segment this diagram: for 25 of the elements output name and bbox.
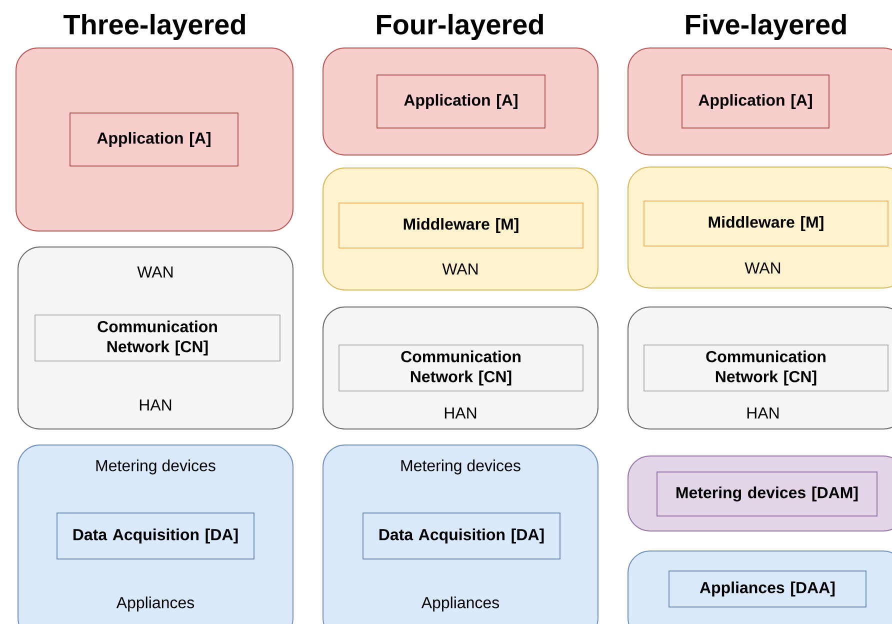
layer-label: Metering devices <box>96 460 216 474</box>
column-heading: Four-layered <box>377 14 543 40</box>
layer-label: WAN <box>744 262 780 274</box>
layer-label: WAN <box>442 264 478 274</box>
layer-label: Appliances <box>421 596 500 612</box>
component-box: Middleware [M] <box>644 200 888 246</box>
component-box: Data Acquisition [DA] <box>56 512 254 560</box>
layer-label: HAN <box>140 400 172 410</box>
column-heading: Three-layered <box>64 14 245 40</box>
component-box: Communication Network [CN] <box>338 344 584 392</box>
component-box: Communication Network [CN] <box>34 314 280 362</box>
component-box: Application [A] <box>682 74 830 128</box>
component-box: Metering devices [DAM] <box>656 472 878 516</box>
layer-label: HAN <box>747 408 779 418</box>
component-box: Data Acquisition [DA] <box>362 512 560 560</box>
component-box: Communication Network [CN] <box>644 344 888 392</box>
column-heading: Five-layered <box>686 14 846 40</box>
component-box: Appliances [DAA] <box>668 570 866 608</box>
layer-label: Appliances <box>116 596 194 612</box>
layer-label: WAN <box>137 266 173 278</box>
layer-label: HAN <box>444 408 476 418</box>
component-box: Middleware [M] <box>338 202 584 248</box>
layer-label: Metering devices <box>401 460 520 474</box>
component-box: Application [A] <box>70 112 238 166</box>
component-box: Application [A] <box>376 74 546 128</box>
